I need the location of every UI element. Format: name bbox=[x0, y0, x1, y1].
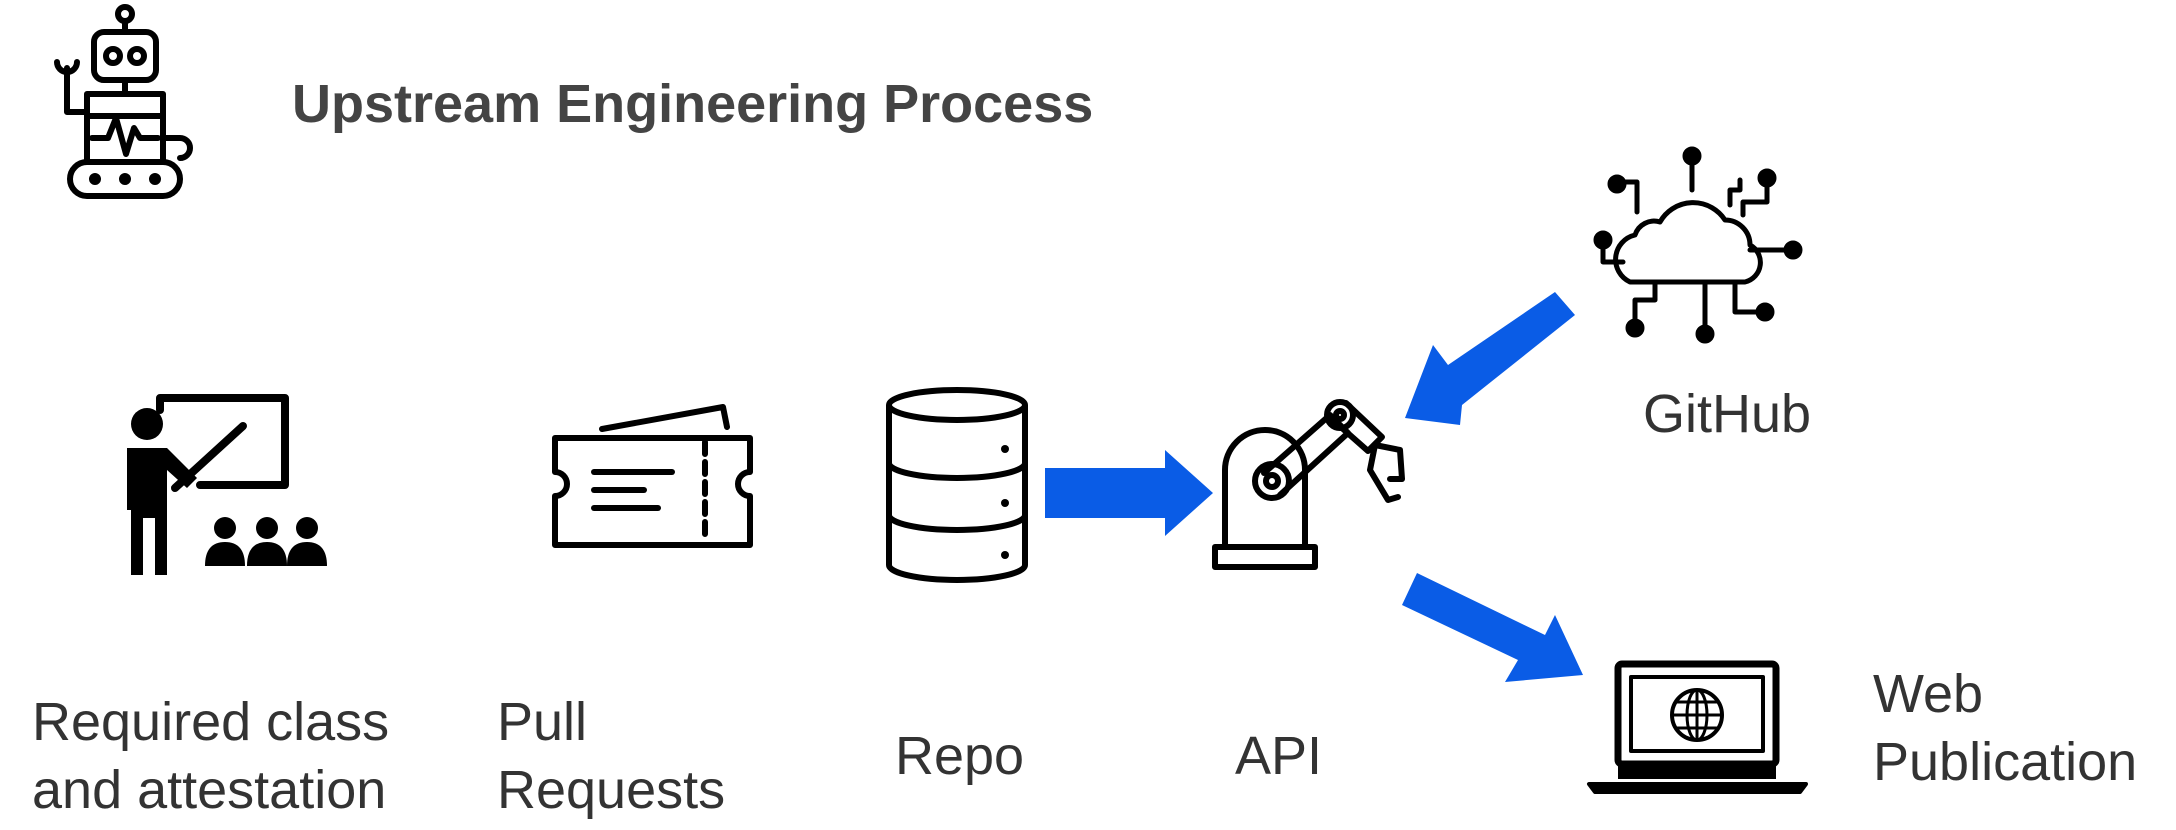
arrow-api-to-web bbox=[1402, 573, 1583, 682]
database-icon bbox=[885, 385, 1030, 585]
ticket-icon bbox=[550, 400, 760, 550]
arrow-github-to-api bbox=[1405, 292, 1575, 425]
cloud-network-icon bbox=[1585, 146, 1805, 350]
label-required-class: Required class and attestation bbox=[32, 688, 389, 824]
presentation-icon bbox=[105, 390, 327, 575]
robotic-arm-icon bbox=[1210, 395, 1430, 570]
label-pull-requests-line2: Requests bbox=[497, 760, 726, 820]
label-required-class-line2: and attestation bbox=[32, 760, 387, 820]
label-repo: Repo bbox=[895, 726, 1025, 786]
label-api: API bbox=[1235, 726, 1323, 786]
label-required-class-line1: Required class bbox=[32, 692, 390, 752]
label-github: GitHub bbox=[1643, 384, 1812, 444]
label-web-publication-line1: Web bbox=[1873, 664, 1984, 724]
label-pull-requests-line1: Pull bbox=[497, 692, 588, 752]
robot-icon bbox=[40, 0, 210, 210]
arrow-repo-to-api bbox=[1045, 450, 1213, 536]
diagram-title: Upstream Engineering Process bbox=[292, 74, 1094, 134]
laptop-globe-icon bbox=[1585, 660, 1810, 795]
label-web-publication-line2: Publication bbox=[1873, 732, 2138, 792]
